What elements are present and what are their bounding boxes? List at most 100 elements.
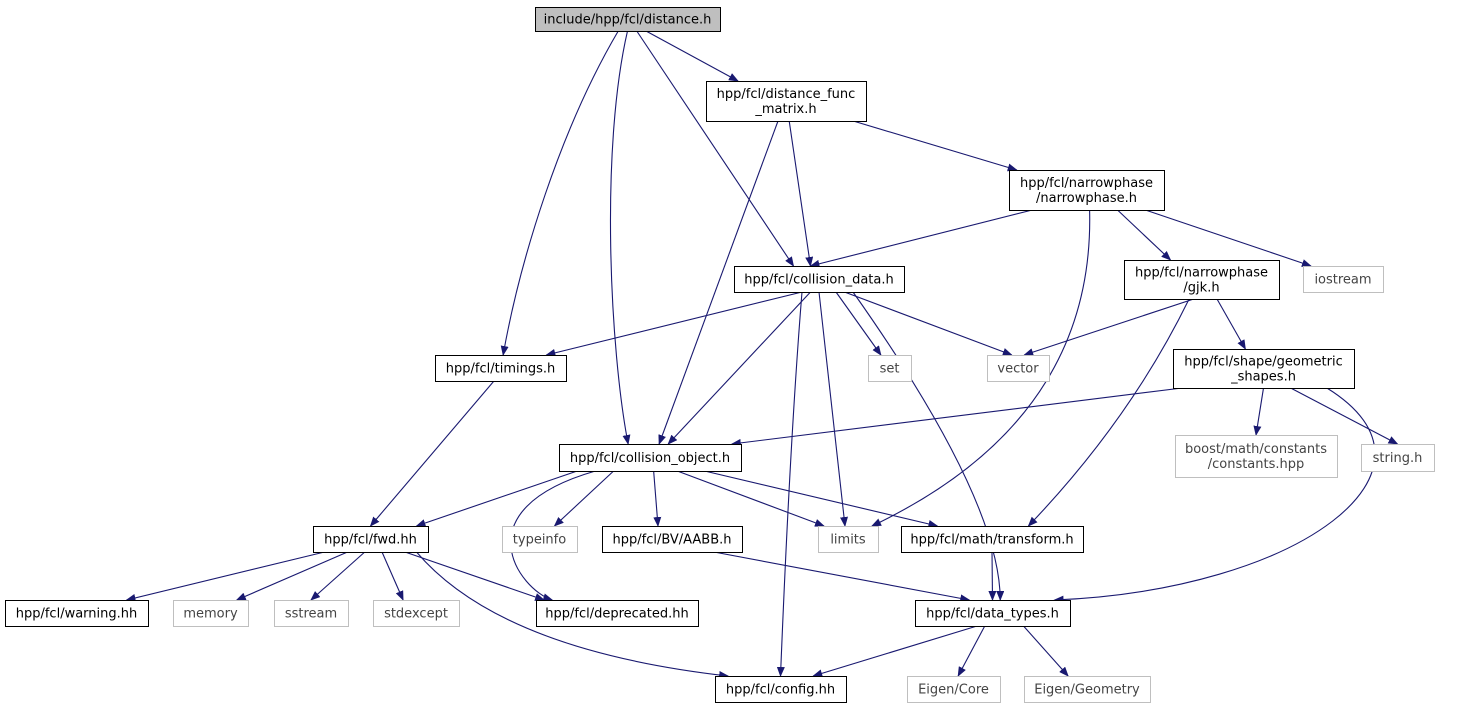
node-box [559, 444, 742, 472]
node-box [5, 600, 149, 627]
node-box [901, 526, 1084, 553]
node-label: _shapes.h [1230, 370, 1296, 385]
node-label: stdexcept [384, 607, 448, 622]
edge-distance-func-matrix-to-narrowphase [853, 120, 1018, 172]
node-box [1361, 444, 1435, 472]
node-label: iostream [1314, 273, 1371, 288]
node-box [435, 355, 567, 382]
node-box [734, 266, 905, 293]
edge-geometric-shapes-to-data-types [1053, 387, 1376, 604]
node-label: include/hpp/fcl/distance.h [544, 13, 712, 28]
node-box [715, 676, 847, 703]
edge-distance-to-timings [500, 30, 619, 356]
node-limits: limits [818, 526, 879, 553]
edge-fwd-to-sstream [310, 551, 366, 601]
edge-fwd-to-memory [235, 551, 348, 601]
node-box [502, 526, 578, 553]
edge-narrowphase-to-iostream [1145, 209, 1312, 267]
edge-distance-to-collision-data [636, 30, 795, 267]
node-label: Eigen/Core [918, 683, 989, 698]
node-set: set [868, 355, 912, 382]
edge-gjk-to-geometric-shapes [1216, 298, 1246, 350]
node-transform[interactable]: hpp/fcl/math/transform.h [901, 526, 1084, 553]
node-distance[interactable]: include/hpp/fcl/distance.h [535, 7, 721, 32]
edge-collision-data-to-collision-object [667, 291, 811, 445]
node-box [1009, 170, 1165, 211]
node-boost-constants: boost/math/constants/constants.hpp [1175, 435, 1338, 478]
edge-distance-func-matrix-to-collision-data [788, 120, 814, 267]
node-sstream: sstream [274, 600, 349, 627]
node-label: hpp/fcl/shape/geometric [1184, 355, 1343, 370]
node-deprecated[interactable]: hpp/fcl/deprecated.hh [536, 600, 699, 627]
edge-geometric-shapes-to-boost-constants [1253, 387, 1265, 436]
edge-collision-object-to-fwd [415, 470, 578, 527]
node-fwd[interactable]: hpp/fcl/fwd.hh [313, 526, 429, 553]
edges-layer [125, 30, 1399, 679]
edge-data-types-to-config [812, 625, 978, 678]
node-narrowphase[interactable]: hpp/fcl/narrowphase/narrowphase.h [1009, 170, 1165, 211]
node-label: _matrix.h [754, 102, 816, 117]
node-box [373, 600, 460, 627]
node-typeinfo: typeinfo [502, 526, 578, 553]
node-geometric-shapes[interactable]: hpp/fcl/shape/geometric_shapes.h [1173, 349, 1355, 389]
node-memory: memory [173, 600, 249, 627]
node-data-types[interactable]: hpp/fcl/data_types.h [915, 600, 1071, 627]
edge-geometric-shapes-to-string-h [1290, 387, 1399, 445]
node-distance-func-matrix[interactable]: hpp/fcl/distance_func_matrix.h [706, 81, 867, 122]
node-box [987, 355, 1050, 382]
node-box [1124, 260, 1280, 300]
node-timings[interactable]: hpp/fcl/timings.h [435, 355, 567, 382]
node-box [274, 600, 349, 627]
node-label: set [880, 362, 900, 377]
node-label: hpp/fcl/BV/AABB.h [613, 533, 732, 548]
node-warning[interactable]: hpp/fcl/warning.hh [5, 600, 149, 627]
edge-data-types-to-eigen-geometry [1023, 625, 1069, 677]
node-label: /gjk.h [1183, 281, 1219, 296]
node-label: hpp/fcl/fwd.hh [324, 533, 417, 548]
node-label: hpp/fcl/warning.hh [16, 607, 138, 622]
edge-fwd-to-warning [125, 551, 325, 602]
node-box [535, 7, 721, 32]
node-config[interactable]: hpp/fcl/config.hh [715, 676, 847, 703]
edge-transform-to-data-types [988, 551, 997, 601]
edge-distance-to-distance-func-matrix [645, 30, 739, 82]
edge-collision-data-to-data-types [852, 291, 1005, 601]
node-label: vector [997, 362, 1039, 377]
node-eigen-geometry: Eigen/Geometry [1024, 676, 1151, 703]
edge-collision-object-to-aabb [653, 470, 662, 527]
node-collision-data[interactable]: hpp/fcl/collision_data.h [734, 266, 905, 293]
node-label: hpp/fcl/deprecated.hh [545, 607, 688, 622]
edge-collision-object-to-limits [677, 470, 825, 527]
node-box [173, 600, 249, 627]
node-string-h: string.h [1361, 444, 1435, 472]
node-box [818, 526, 879, 553]
node-aabb[interactable]: hpp/fcl/BV/AABB.h [602, 526, 743, 553]
edge-collision-data-to-timings [545, 291, 803, 357]
node-box [602, 526, 743, 553]
edge-collision-data-to-config [776, 291, 803, 677]
node-label: /constants.hpp [1208, 457, 1305, 472]
node-label: hpp/fcl/narrowphase [1135, 266, 1268, 281]
node-box [1173, 349, 1355, 389]
node-label: hpp/fcl/data_types.h [926, 607, 1059, 622]
edge-narrowphase-to-limits [871, 209, 1091, 527]
edge-data-types-to-eigen-core [957, 625, 986, 677]
edge-aabb-to-data-types [713, 551, 971, 603]
node-collision-object[interactable]: hpp/fcl/collision_object.h [559, 444, 742, 472]
edge-collision-data-to-set [835, 291, 882, 356]
node-label: hpp/fcl/distance_func [717, 87, 856, 102]
node-label: limits [830, 533, 866, 548]
node-box [915, 600, 1071, 627]
node-box [706, 81, 867, 122]
edge-narrowphase-to-collision-data [809, 209, 1033, 268]
edge-narrowphase-to-gjk [1117, 209, 1172, 261]
node-label: hpp/fcl/collision_object.h [570, 451, 730, 466]
node-box [907, 676, 1001, 703]
node-eigen-core: Eigen/Core [907, 676, 1001, 703]
node-iostream: iostream [1303, 266, 1384, 293]
node-gjk[interactable]: hpp/fcl/narrowphase/gjk.h [1124, 260, 1280, 300]
node-box [536, 600, 699, 627]
edge-collision-data-to-limits [818, 291, 848, 527]
node-label: hpp/fcl/config.hh [726, 683, 835, 698]
